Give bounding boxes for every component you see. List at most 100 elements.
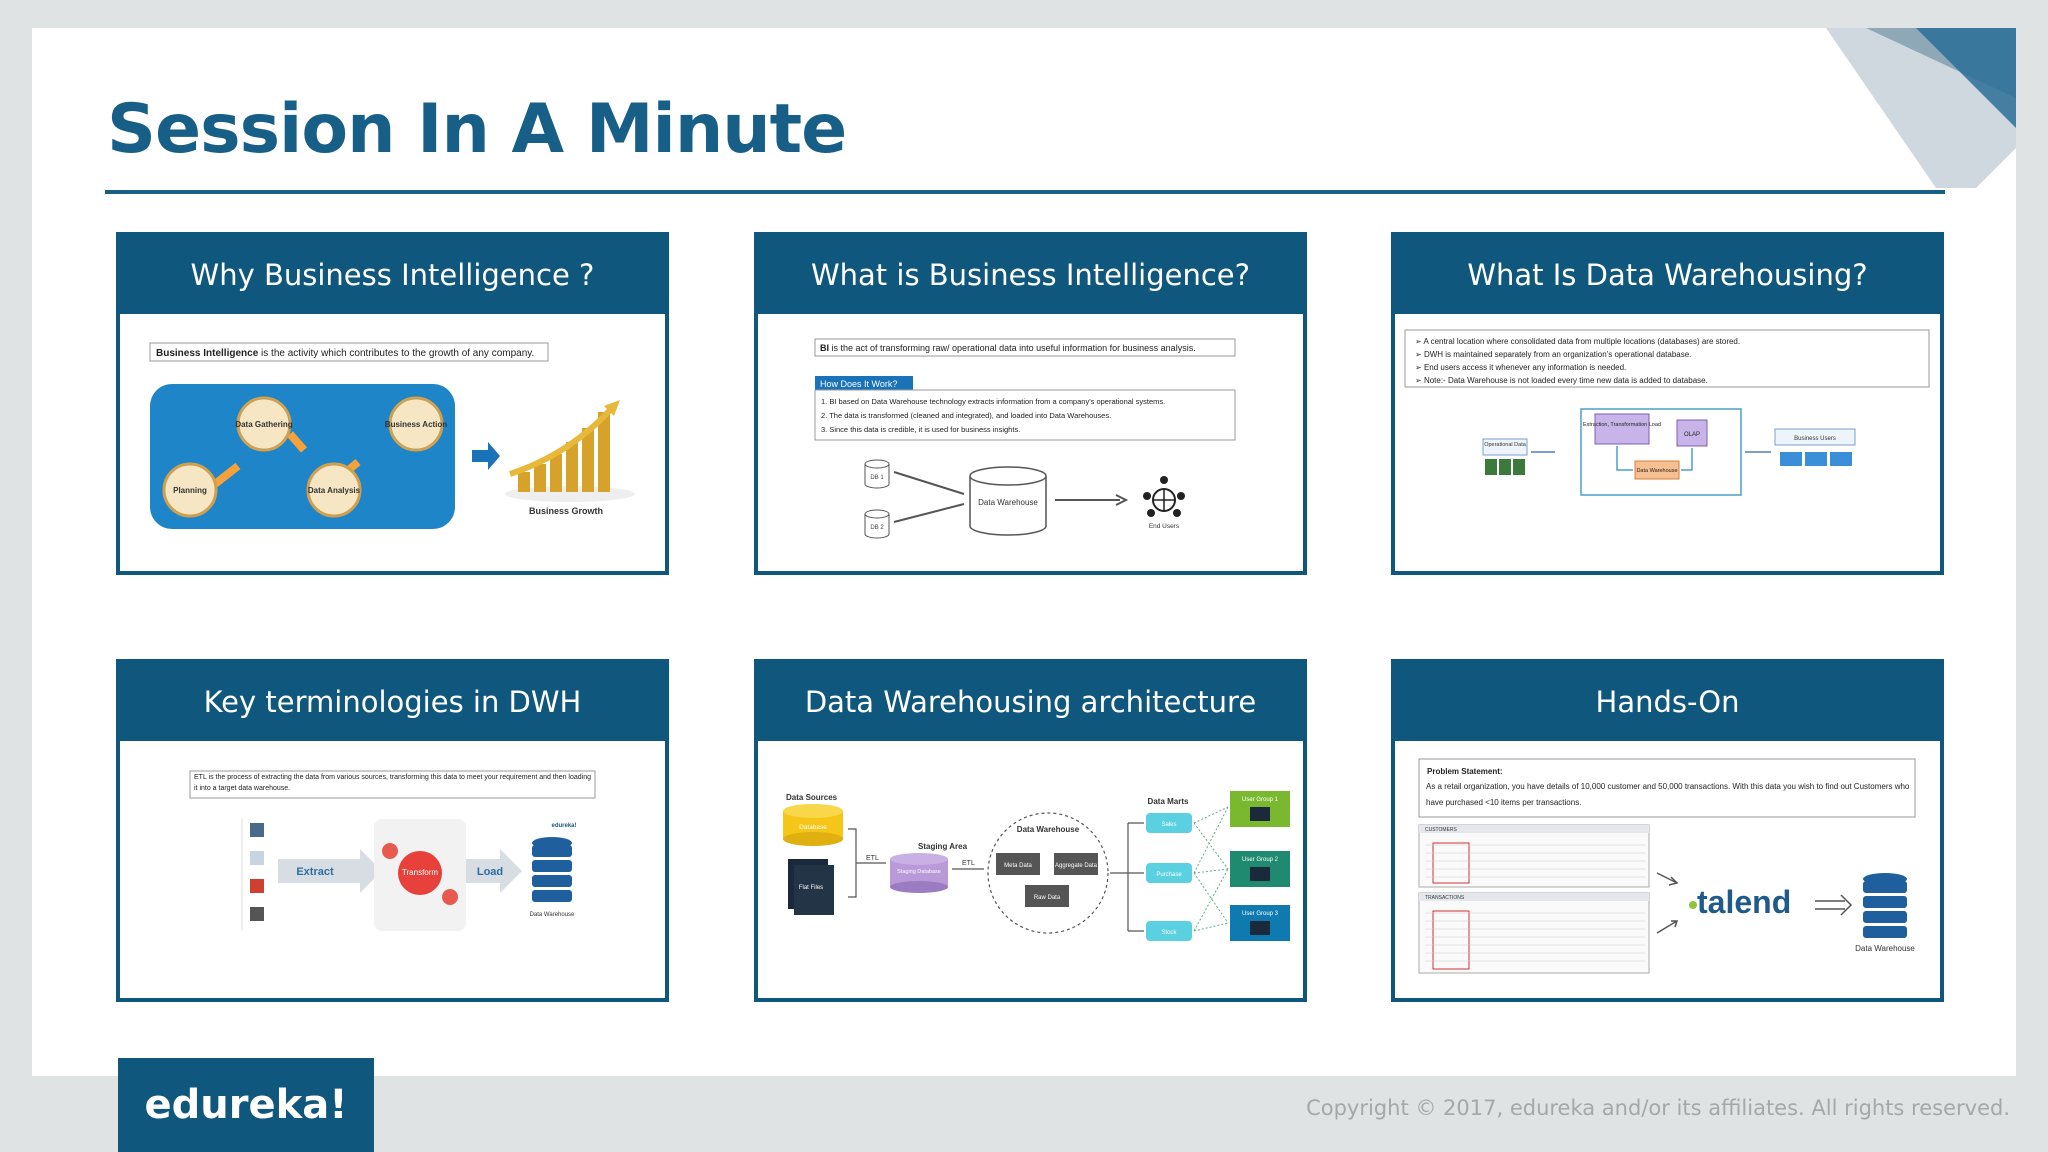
etl-target-label: Data Warehouse <box>530 912 575 918</box>
database-label: Database <box>799 824 827 831</box>
staging-db-icon <box>890 853 948 893</box>
how-title: How Does It Work? <box>820 379 897 389</box>
monitors-icon <box>1780 452 1852 466</box>
users-globe-icon <box>1143 476 1185 517</box>
dw-arch-label: Data Warehouse <box>1017 825 1080 834</box>
warehouse-label: Data Warehouse <box>978 498 1038 507</box>
page-title: Session In A Minute <box>107 90 847 169</box>
card-key-terminologies[interactable]: Key terminologies in DWH ETL is the proc… <box>116 659 669 1002</box>
business-users-label: Business Users <box>1794 436 1836 442</box>
dw-label: Data Warehouse <box>1636 468 1677 474</box>
raw-label: Raw Data <box>1034 895 1061 901</box>
user-group-2: User Group 2 <box>1242 857 1279 863</box>
olap-label: OLAP <box>1684 432 1700 438</box>
how-point-2: The data is transformed (cleaned and int… <box>829 411 1111 420</box>
flat-files-label: Flat Files <box>799 885 823 891</box>
etl-label-1: ETL <box>866 855 879 862</box>
bi-def-rest-2: is the act of transforming raw/ operatio… <box>829 343 1196 353</box>
right-arrow-icon <box>472 442 500 470</box>
mart-purchase: Purchase <box>1156 872 1182 878</box>
problem-title: Problem Statement <box>1427 767 1500 776</box>
meta-label: Meta Data <box>1004 863 1032 869</box>
card-thumbnail: ➢ A central location where consolidated … <box>1395 314 1940 571</box>
coins-growth-icon <box>505 400 635 502</box>
user-group-1: User Group 1 <box>1242 797 1279 803</box>
transform-label: Transform <box>402 868 438 877</box>
corner-decoration <box>1826 28 2016 188</box>
card-thumbnail: ETL is the process of extracting the dat… <box>120 741 665 998</box>
card-heading: What is Business Intelligence? <box>758 236 1303 314</box>
source-icons <box>250 823 264 921</box>
growth-label: Business Growth <box>529 506 603 516</box>
cycle-step-analysis: Data Analysis <box>308 486 361 495</box>
card-why-bi[interactable]: Why Business Intelligence ? Business Int… <box>116 232 669 575</box>
card-heading: What Is Data Warehousing? <box>1395 236 1940 314</box>
card-thumbnail: Data Sources Database Flat Files ETL Sta… <box>758 741 1303 998</box>
users-label: End Users <box>1149 523 1180 530</box>
bi-def-bold-2: BI <box>820 343 829 353</box>
card-dwh-architecture[interactable]: Data Warehousing architecture Data Sourc… <box>754 659 1307 1002</box>
slide: Session In A Minute Why Business Intelli… <box>32 28 2016 1076</box>
title-divider <box>105 190 1945 194</box>
copyright-text: Copyright © 2017, edureka and/or its aff… <box>1306 1096 2010 1120</box>
staging-db-label: Staging Database <box>897 869 941 875</box>
svg-text:BI is the act of transforming: BI is the act of transforming raw/ opera… <box>820 343 1196 353</box>
card-thumbnail: BI is the act of transforming raw/ opera… <box>758 314 1303 571</box>
svg-text:1. BI based on Data Warehouse: 1. BI based on Data Warehouse technology… <box>821 397 1165 406</box>
talend-brand: talend <box>1697 884 1791 920</box>
problem-text: As a retail organization, you have detai… <box>1426 782 1910 807</box>
customers-tab: CUSTOMERS <box>1425 827 1458 833</box>
warehouse-icon <box>969 466 1047 536</box>
mart-sales: Sales <box>1161 822 1176 828</box>
hands-on-target: Data Warehouse <box>1855 944 1915 953</box>
svg-text:Business Intelligence is the a: Business Intelligence is the activity wh… <box>156 348 534 359</box>
staging-area-label: Staging Area <box>918 842 968 851</box>
flat-files-icon <box>788 859 834 915</box>
db-2-label: DB 2 <box>870 525 884 531</box>
aggregate-label: Aggregate Data <box>1055 863 1098 869</box>
svg-text:➢ End users access it wheneve: ➢ End users access it whenever any infor… <box>1415 363 1626 372</box>
transactions-table: TRANSACTIONS <box>1418 892 1650 974</box>
dwh-point-4: Note:- Data Warehouse is not loaded ever… <box>1424 376 1708 385</box>
svg-text:2. The data is transformed (c: 2. The data is transformed (cleaned and … <box>821 411 1111 420</box>
card-heading: Data Warehousing architecture <box>758 663 1303 741</box>
edureka-logo: edureka! <box>118 1058 374 1152</box>
card-data-warehousing[interactable]: What Is Data Warehousing? ➢ A central lo… <box>1391 232 1944 575</box>
db-1-label: DB 1 <box>870 475 884 481</box>
gear-icon <box>398 851 442 895</box>
svg-text:3. Since this data is credibl: 3. Since this data is credible, it is us… <box>821 425 1020 434</box>
svg-text:➢ A central location where co: ➢ A central location where consolidated … <box>1415 337 1740 346</box>
card-thumbnail: Business Intelligence is the activity wh… <box>120 314 665 571</box>
load-label: Load <box>477 866 503 878</box>
db-1-icon <box>864 459 890 489</box>
user-group-3: User Group 3 <box>1242 911 1279 917</box>
bi-def-rest: is the activity which contributes to the… <box>258 348 534 359</box>
operational-data-icon <box>1482 438 1528 475</box>
transactions-tab: TRANSACTIONS <box>1425 895 1465 901</box>
how-point-1: BI based on Data Warehouse technology ex… <box>829 397 1165 406</box>
dwh-point-1: A central location where consolidated da… <box>1423 337 1740 346</box>
dwh-point-2: DWH is maintained separately from an org… <box>1424 350 1691 359</box>
card-heading: Hands-On <box>1395 663 1940 741</box>
card-heading: Why Business Intelligence ? <box>120 236 665 314</box>
dwh-point-3: End users access it whenever any informa… <box>1424 363 1626 372</box>
svg-text:➢ DWH is maintained separatel: ➢ DWH is maintained separately from an o… <box>1415 350 1691 359</box>
etl-label: Extraction, Transformation Load <box>1583 422 1661 428</box>
how-point-3: Since this data is credible, it is used … <box>829 425 1020 434</box>
card-heading: Key terminologies in DWH <box>120 663 665 741</box>
card-hands-on[interactable]: Hands-On Problem Statement: As a retail … <box>1391 659 1944 1002</box>
etl-brand: edureka! <box>551 823 576 829</box>
db-2-icon <box>864 509 890 539</box>
cycle-step-action: Business Action <box>385 420 447 429</box>
data-marts-label: Data Marts <box>1148 797 1189 806</box>
bi-def-bold: Business Intelligence <box>156 348 259 359</box>
database-icon <box>783 804 843 846</box>
card-what-is-bi[interactable]: What is Business Intelligence? BI is the… <box>754 232 1307 575</box>
data-sources-label: Data Sources <box>786 793 838 802</box>
extract-label: Extract <box>296 866 334 878</box>
cycle-step-planning: Planning <box>173 486 207 495</box>
database-stack-icon <box>532 837 572 902</box>
talend-dot-icon <box>1689 901 1697 909</box>
customers-table: CUSTOMERS <box>1418 824 1650 888</box>
hands-on-db-icon <box>1863 873 1907 938</box>
